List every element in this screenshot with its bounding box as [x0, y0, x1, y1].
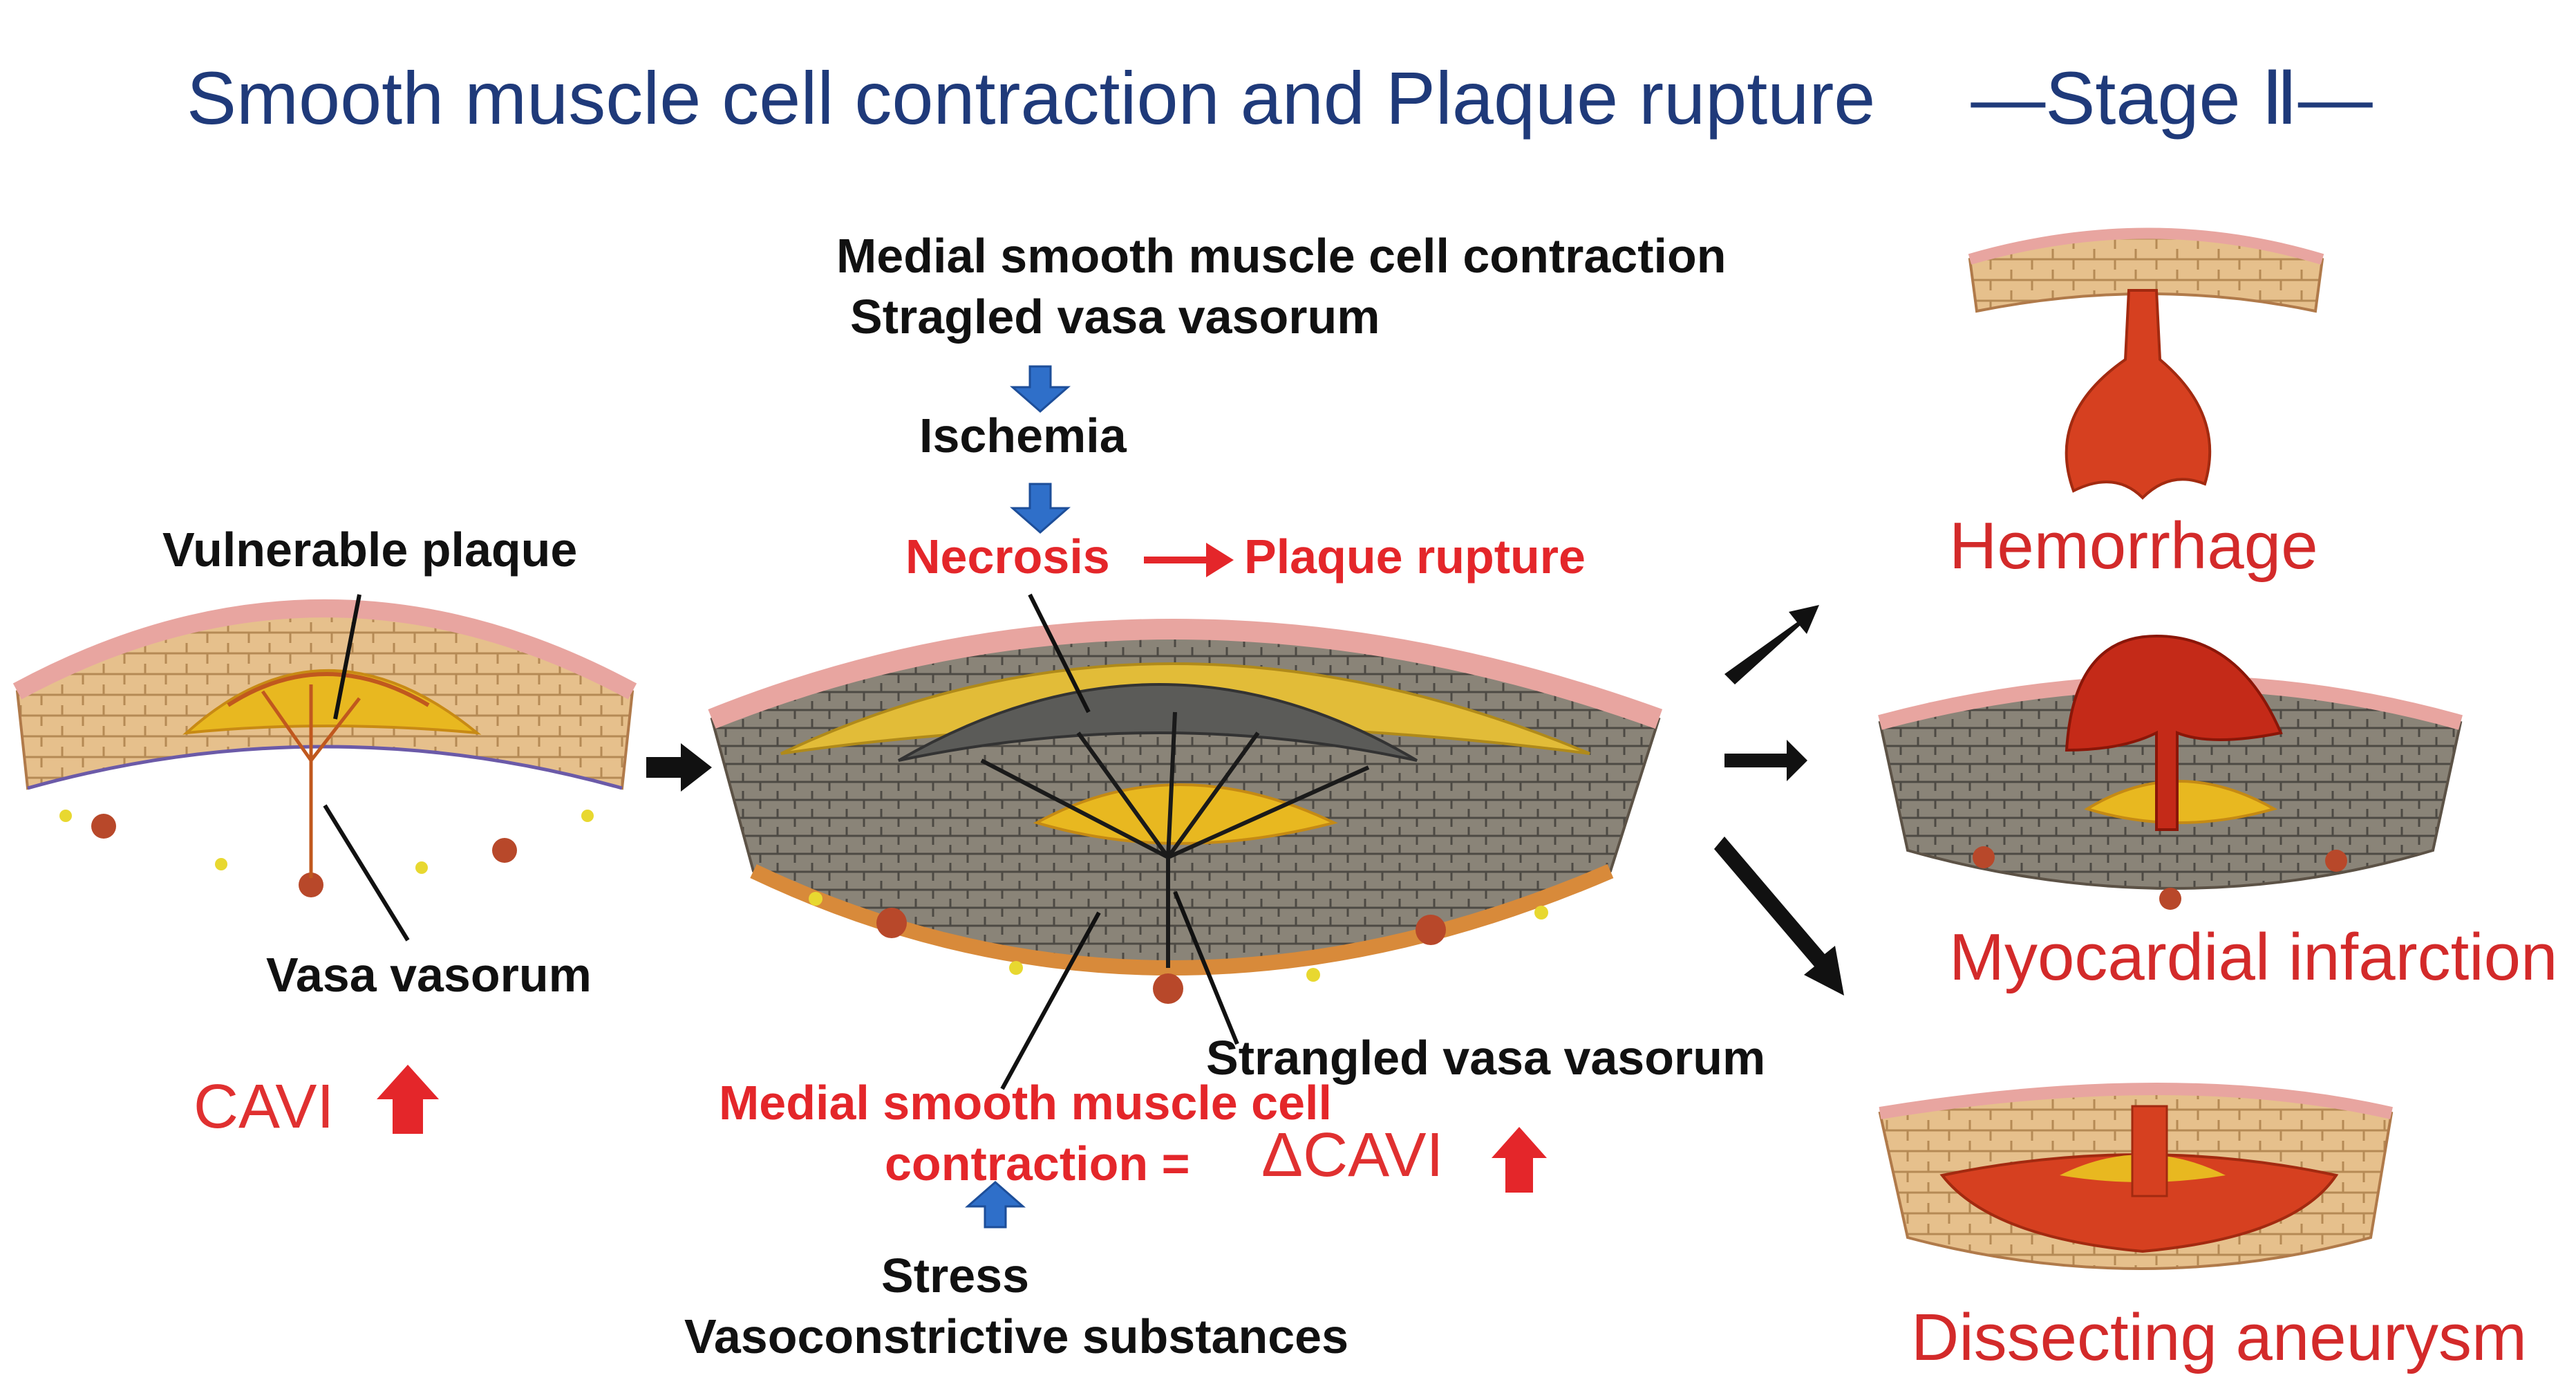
hemorrhage-label: Hemorrhage — [1949, 509, 2318, 583]
page-title: Smooth muscle cell contraction and Plaqu… — [187, 56, 2373, 140]
hemorrhage-illustration — [1968, 227, 2324, 500]
cause-line-2: Stragled vasa vasorum — [850, 290, 1380, 344]
cavi-label: CAVI — [194, 1072, 335, 1141]
strangled-vasa-label: Strangled vasa vasorum — [1206, 1031, 1766, 1085]
ischemia-label: Ischemia — [919, 409, 1127, 463]
center-vessel-section — [708, 619, 1663, 1004]
transition-arrows — [646, 605, 1844, 996]
cause-line-1: Medial smooth muscle cell contraction — [836, 229, 1727, 283]
vasa-vasorum-label: Vasa vasorum — [266, 948, 592, 1002]
blue-arrows — [965, 365, 1071, 1229]
delta-cavi-label: ΔCAVI — [1261, 1121, 1444, 1190]
myocardial-infarction-label: Myocardial infarction — [1949, 920, 2558, 994]
red-arrows — [377, 543, 1547, 1193]
medial-contraction-line-1: Medial smooth muscle cell — [719, 1076, 1332, 1130]
dissecting-aneurysm-label: Dissecting aneurysm — [1911, 1300, 2527, 1374]
pointer-lines — [323, 593, 1239, 1090]
vasoconstrictive-label: Vasoconstrictive substances — [684, 1309, 1348, 1363]
infarction-illustration — [1878, 634, 2463, 910]
plaque-rupture-label: Plaque rupture — [1244, 530, 1586, 584]
medial-contraction-line-2: contraction = — [885, 1137, 1190, 1191]
dissecting-aneurysm-illustration — [1878, 1083, 2394, 1270]
vulnerable-plaque-label: Vulnerable plaque — [162, 523, 578, 577]
necrosis-label: Necrosis — [905, 530, 1110, 584]
left-vessel-section — [12, 599, 637, 897]
stress-label: Stress — [881, 1249, 1030, 1303]
